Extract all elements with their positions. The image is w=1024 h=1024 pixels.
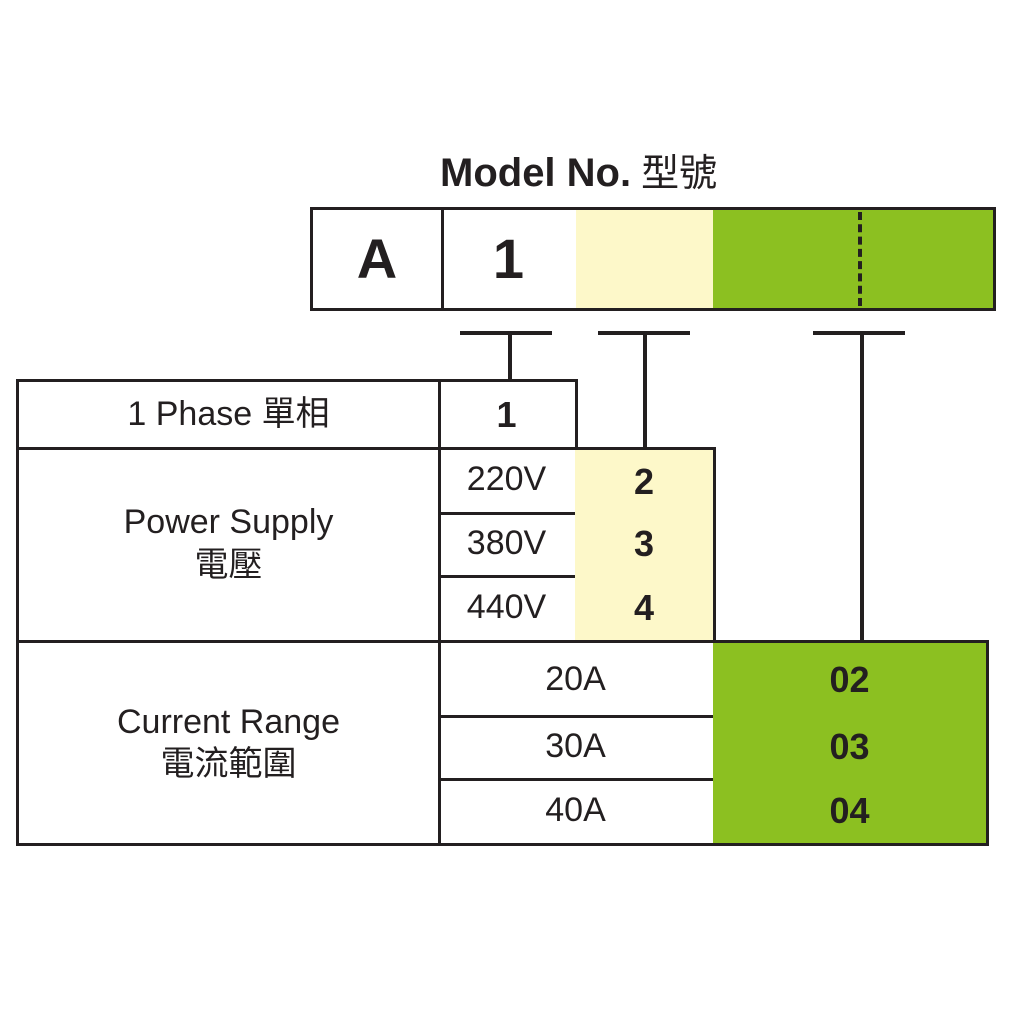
current-value-40a-text: 40A — [545, 791, 606, 830]
power-code-4: 4 — [575, 575, 716, 643]
phase-code-text: 1 — [496, 394, 517, 435]
phase-label-text: 1 Phase 單相 — [127, 395, 330, 434]
power-code-2-text: 2 — [633, 460, 655, 502]
power-value-220-text: 220V — [466, 460, 547, 499]
connector-3-bar — [813, 331, 905, 335]
power-code-3: 3 — [575, 512, 716, 578]
current-range-label-en: Current Range — [116, 702, 340, 741]
current-range-label: Current Range 電流範圍 — [16, 640, 441, 846]
current-code-03: 03 — [713, 715, 989, 781]
power-code-3-text: 3 — [633, 523, 655, 564]
phase-label: 1 Phase 單相 — [16, 379, 441, 450]
current-range-label-cn: 電流範圍 — [160, 745, 297, 783]
connector-2-stem — [643, 331, 647, 449]
current-code-03-text: 03 — [829, 726, 870, 767]
model-position-3 — [576, 207, 716, 311]
power-supply-label-cn: 電壓 — [194, 545, 263, 584]
current-code-04-text: 04 — [829, 790, 870, 831]
connector-1-stem — [508, 331, 512, 381]
model-no-title: Model No.型號 — [440, 142, 717, 202]
connector-3-stem — [860, 331, 864, 642]
current-value-20a-text: 20A — [545, 659, 606, 698]
position-4-divider — [858, 212, 862, 306]
power-value-220: 220V — [438, 447, 578, 515]
model-position-2-text: 1 — [492, 227, 525, 290]
model-position-1: A — [310, 207, 444, 311]
power-value-440-text: 440V — [466, 588, 547, 627]
current-value-20a: 20A — [438, 640, 716, 718]
power-supply-label-en: Power Supply — [123, 503, 334, 541]
phase-code: 1 — [438, 379, 578, 450]
connector-1-bar — [460, 331, 552, 335]
power-code-4-text: 4 — [633, 587, 655, 628]
model-position-1-text: A — [356, 227, 398, 290]
title-cn: 型號 — [641, 153, 718, 195]
current-code-04: 04 — [713, 778, 989, 846]
current-value-30a-text: 30A — [545, 727, 606, 766]
model-position-4 — [713, 207, 996, 311]
power-value-380-text: 380V — [466, 524, 547, 563]
current-code-02-text: 02 — [829, 658, 870, 700]
power-value-440: 440V — [438, 575, 578, 643]
current-value-40a: 40A — [438, 778, 716, 846]
power-code-2: 2 — [575, 447, 716, 515]
current-code-02: 02 — [713, 640, 989, 718]
power-supply-label: Power Supply 電壓 — [16, 447, 441, 643]
current-value-30a: 30A — [438, 715, 716, 781]
title-text: Model No. — [440, 151, 632, 195]
power-value-380: 380V — [438, 512, 578, 578]
model-position-2: 1 — [441, 207, 579, 311]
